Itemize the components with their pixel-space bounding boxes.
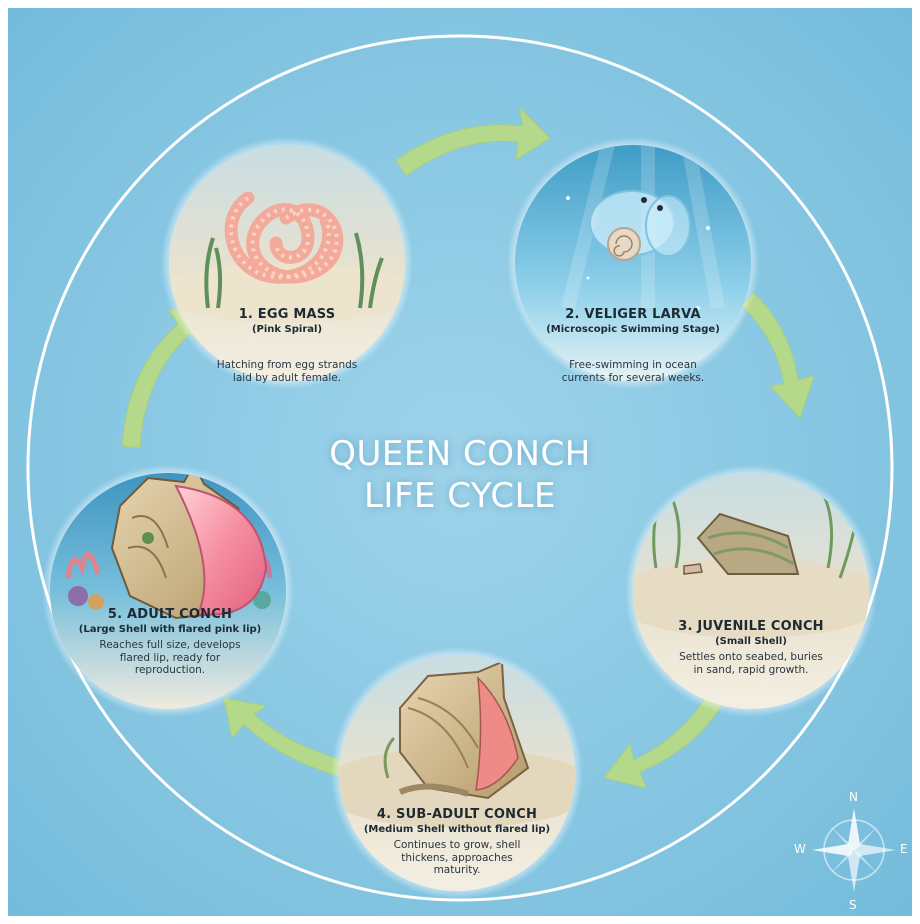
compass-rose <box>812 808 896 892</box>
stage-1-desc-line-2: laid by adult female. <box>202 372 372 385</box>
compass-north-label: N <box>849 790 858 804</box>
stage-4-desc-line-2: thickens, approaches <box>352 852 562 865</box>
stage-2-desc-line-2: currents for several weeks. <box>533 372 733 385</box>
stage-2-caption: 2. VELIGER LARVA (Microscopic Swimming S… <box>533 307 733 335</box>
diagram-canvas: QUEEN CONCH LIFE CYCLE 1. EGG MASS (Pink… <box>8 8 912 916</box>
stage-5-caption: 5. ADULT CONCH (Large Shell with flared … <box>60 607 280 677</box>
stage-3-caption: 3. JUVENILE CONCH (Small Shell) Settles … <box>656 619 846 676</box>
stage-2-subtitle: (Microscopic Swimming Stage) <box>533 324 733 335</box>
diagram-title: QUEEN CONCH LIFE CYCLE <box>270 433 650 517</box>
stage-4-caption: 4. SUB-ADULT CONCH (Medium Shell without… <box>352 807 562 877</box>
compass-west-label: W <box>794 842 806 856</box>
title-line-1: QUEEN CONCH <box>270 433 650 475</box>
compass-east-label: E <box>900 842 908 856</box>
stage-3-subtitle: (Small Shell) <box>656 636 846 647</box>
stage-5-desc-line-1: Reaches full size, develops <box>60 639 280 652</box>
stage-2-description: Free-swimming in ocean currents for seve… <box>533 359 733 384</box>
stage-5-illustration <box>42 464 294 717</box>
stage-5-subtitle: (Large Shell with flared pink lip) <box>60 624 280 635</box>
arrow-4-to-5 <box>224 698 342 776</box>
stage-4-desc-line-3: maturity. <box>352 864 562 877</box>
stage-1-illustration <box>157 137 417 389</box>
stage-5-desc-line-2: flared lip, ready for <box>60 652 280 665</box>
stage-3-illustration <box>611 465 891 717</box>
stage-1-caption: 1. EGG MASS (Pink Spiral) <box>202 307 372 335</box>
stage-1-title: 1. EGG MASS <box>202 307 372 322</box>
stage-2-title: 2. VELIGER LARVA <box>533 307 733 322</box>
stage-3-desc-line-2: in sand, rapid growth. <box>656 664 846 677</box>
stage-4-subtitle: (Medium Shell without flared lip) <box>352 824 562 835</box>
stage-2-desc-line-1: Free-swimming in ocean <box>533 359 733 372</box>
arrow-1-to-2 <box>396 108 550 176</box>
stage-5-desc-line-3: reproduction. <box>60 664 280 677</box>
stage-1-subtitle: (Pink Spiral) <box>202 324 372 335</box>
compass-south-label: S <box>849 898 857 912</box>
stage-3-title: 3. JUVENILE CONCH <box>656 619 846 634</box>
stage-1-desc-line-1: Hatching from egg strands <box>202 359 372 372</box>
arrow-2-to-3 <box>742 293 814 418</box>
stage-1-description: Hatching from egg strands laid by adult … <box>202 359 372 384</box>
title-line-2: LIFE CYCLE <box>270 475 650 517</box>
stage-4-desc-line-1: Continues to grow, shell <box>352 839 562 852</box>
stage-5-title: 5. ADULT CONCH <box>60 607 280 622</box>
stage-4-title: 4. SUB-ADULT CONCH <box>352 807 562 822</box>
stage-2-illustration <box>507 137 759 389</box>
stage-3-desc-line-1: Settles onto seabed, buries <box>656 651 846 664</box>
